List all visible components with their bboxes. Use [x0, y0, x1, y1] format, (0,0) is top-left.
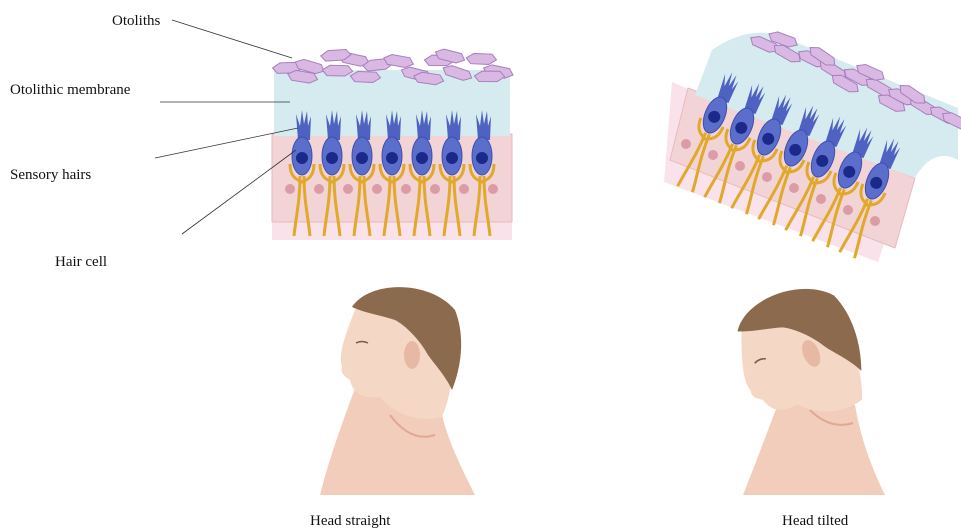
supporting-cell-nucleus [285, 184, 295, 194]
hair-cell-label: Hair cell [55, 253, 107, 271]
macula-tilted [664, 30, 961, 262]
supporting-cell-nucleus [762, 172, 772, 182]
head-tilted-caption: Head tilted [782, 512, 848, 530]
head-straight-caption: Head straight [310, 512, 390, 530]
supporting-cell-nucleus [816, 194, 826, 204]
ear [404, 341, 420, 369]
sensory-hairs-label: Sensory hairs [10, 166, 91, 184]
supporting-cell-nucleus [870, 216, 880, 226]
macula-straight [272, 47, 514, 240]
supporting-cell-nucleus [708, 150, 718, 160]
otoliths-label: Otoliths [112, 12, 160, 30]
otoliths-leader [172, 20, 292, 58]
supporting-cell-nucleus [843, 205, 853, 215]
otolithic-membrane-label: Otolithic membrane [10, 81, 130, 99]
otolith-crystal [466, 52, 497, 66]
supporting-cell-nucleus [430, 184, 440, 194]
supporting-cell-nucleus [789, 183, 799, 193]
supporting-cell-nucleus [343, 184, 353, 194]
supporting-cell-nucleus [488, 184, 498, 194]
supporting-cell-nucleus [735, 161, 745, 171]
supporting-cell-nucleus [372, 184, 382, 194]
supporting-cell-nucleus [314, 184, 324, 194]
supporting-cell-nucleus [401, 184, 411, 194]
supporting-cell-nucleus [681, 139, 691, 149]
head-tilted-illustration [720, 272, 885, 495]
head-straight-illustration [320, 287, 475, 495]
supporting-cell-nucleus [459, 184, 469, 194]
